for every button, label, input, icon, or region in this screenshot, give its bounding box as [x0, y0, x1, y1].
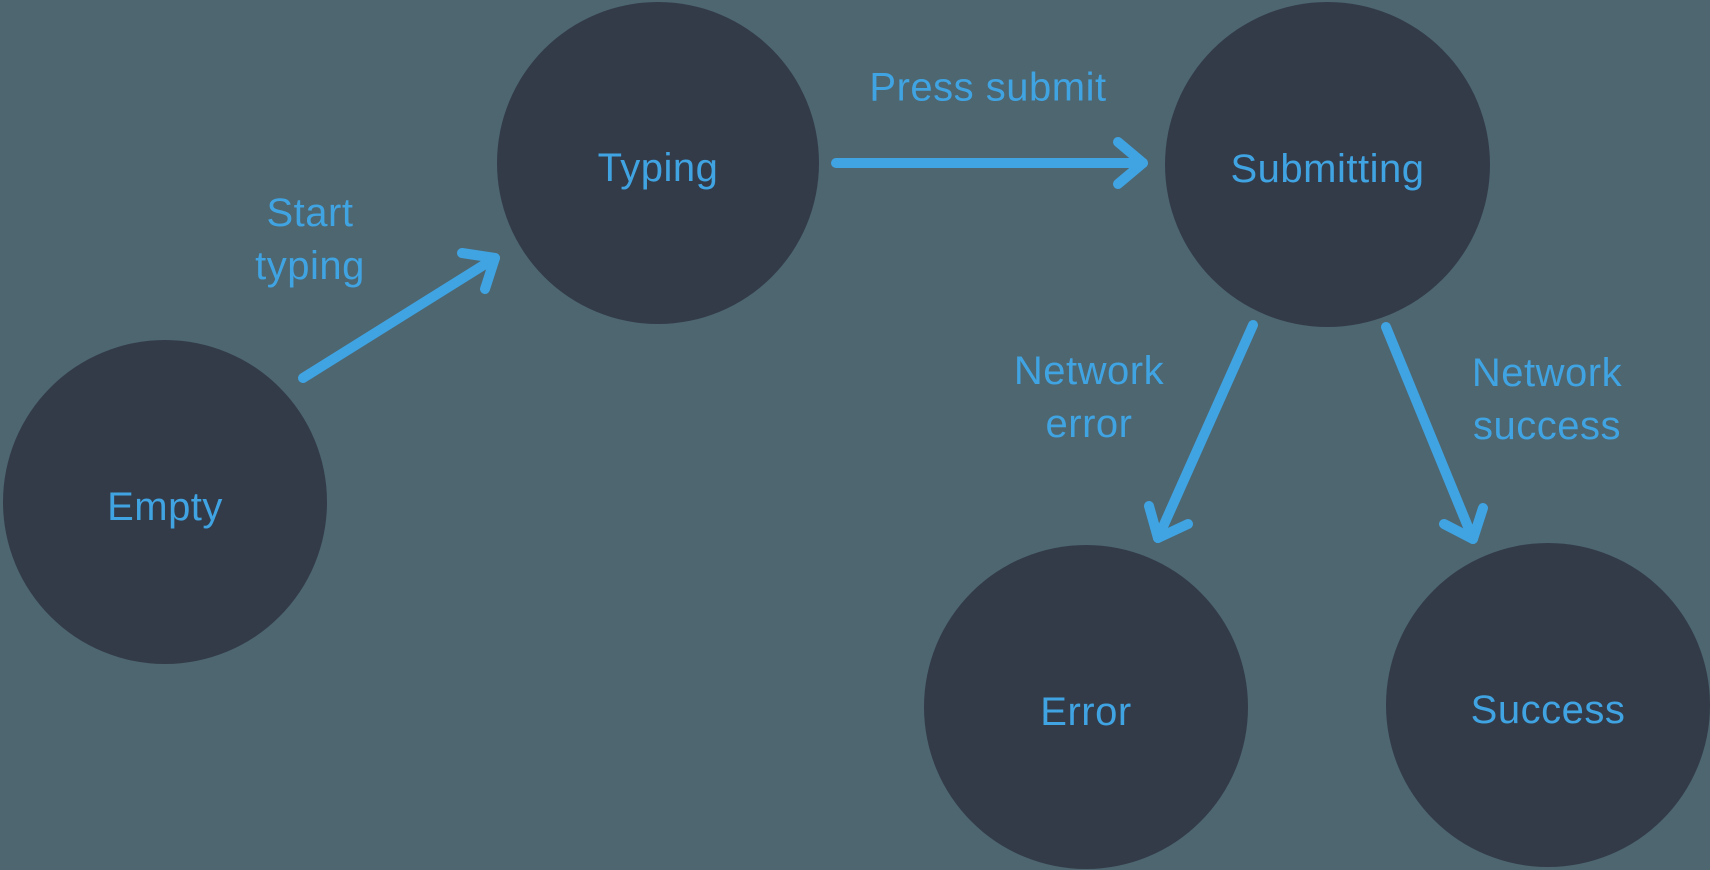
state-node-label: Error — [1040, 689, 1132, 734]
state-node-typing: Typing — [497, 2, 819, 324]
state-node-label: Success — [1470, 687, 1626, 732]
edge-arrow-typing-to-submitting — [831, 137, 1148, 189]
edge-label-line: error — [1045, 402, 1133, 446]
edge-label-line: Start — [266, 191, 354, 235]
state-node-submitting: Submitting — [1165, 2, 1490, 327]
state-node-success: Success — [1386, 543, 1710, 867]
edge-label-line: typing — [255, 244, 365, 288]
edge-label-network-success: Network success — [1472, 347, 1622, 453]
edge-arrow-submitting-to-error — [1144, 320, 1258, 543]
state-node-label: Typing — [597, 145, 719, 190]
state-node-label: Empty — [107, 484, 223, 529]
state-node-label: Submitting — [1230, 147, 1425, 191]
edge-label-line: Network — [1013, 349, 1165, 393]
edge-label-network-error: Network error — [1014, 345, 1164, 451]
edge-label-line: Press submit — [869, 65, 1107, 110]
state-node-empty: Empty — [3, 340, 327, 664]
state-node-error: Error — [924, 545, 1248, 869]
edge-label-press-submit: Press submit — [869, 62, 1106, 115]
edge-label-start-typing: Start typing — [255, 187, 365, 293]
edge-arrow-submitting-to-success — [1381, 322, 1488, 544]
edge-label-line: Network — [1471, 351, 1623, 395]
edge-label-line: success — [1472, 404, 1621, 448]
